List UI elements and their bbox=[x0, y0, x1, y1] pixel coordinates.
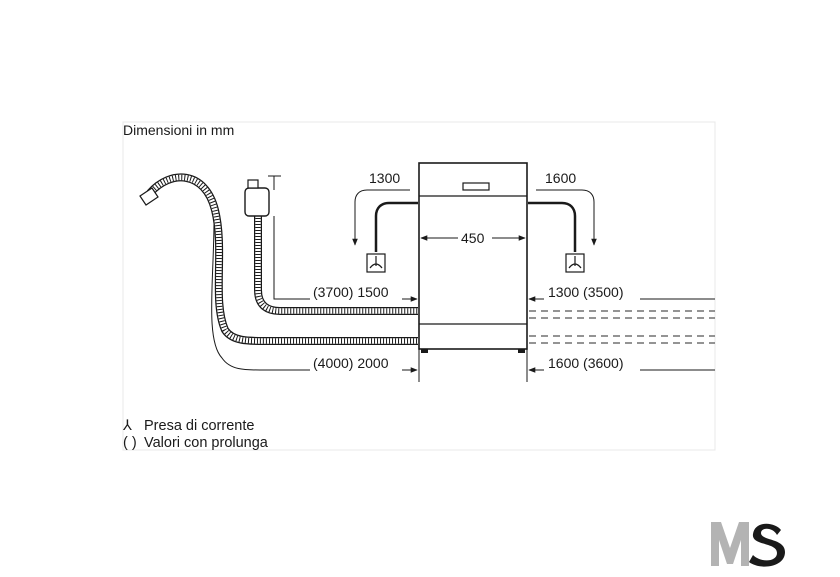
power-cable-left bbox=[374, 201, 418, 252]
dim-arrow-top-left bbox=[352, 189, 410, 246]
dim-arrow-left-upper bbox=[273, 216, 418, 302]
legend-ext-symbol: ( ) bbox=[123, 435, 137, 451]
socket-left-icon bbox=[366, 253, 386, 273]
legend-ext-text: Valori con prolunga bbox=[144, 435, 269, 451]
legend: ⅄ Presa di corrente ( ) Valori con prolu… bbox=[122, 418, 269, 451]
dim-label-right-lower: 1600 (3600) bbox=[548, 355, 624, 371]
door-handle bbox=[462, 182, 490, 191]
inlet-hose bbox=[244, 175, 418, 315]
socket-right-icon bbox=[565, 253, 585, 273]
ms-logo bbox=[711, 522, 785, 567]
power-cable-right bbox=[528, 201, 577, 252]
diagram-title: Dimensioni in mm bbox=[123, 122, 234, 138]
dim-arrow-top-right bbox=[536, 189, 597, 246]
diagram-frame bbox=[122, 121, 716, 451]
drain-hose bbox=[139, 173, 418, 346]
dim-label-right-upper: 1300 (3500) bbox=[548, 284, 624, 300]
hose-extension-dashes bbox=[529, 310, 715, 344]
legend-socket-icon: ⅄ bbox=[122, 418, 133, 434]
dim-arrow-left-lower bbox=[211, 219, 418, 373]
dim-label-top-left: 1300 bbox=[369, 170, 400, 186]
dishwasher bbox=[418, 162, 528, 353]
dim-label-width: 450 bbox=[461, 230, 485, 246]
dim-label-left-lower: (4000) 2000 bbox=[313, 355, 389, 371]
legend-socket-text: Presa di corrente bbox=[144, 418, 254, 434]
dim-label-top-right: 1600 bbox=[545, 170, 576, 186]
dim-label-left-upper: (3700) 1500 bbox=[313, 284, 389, 300]
